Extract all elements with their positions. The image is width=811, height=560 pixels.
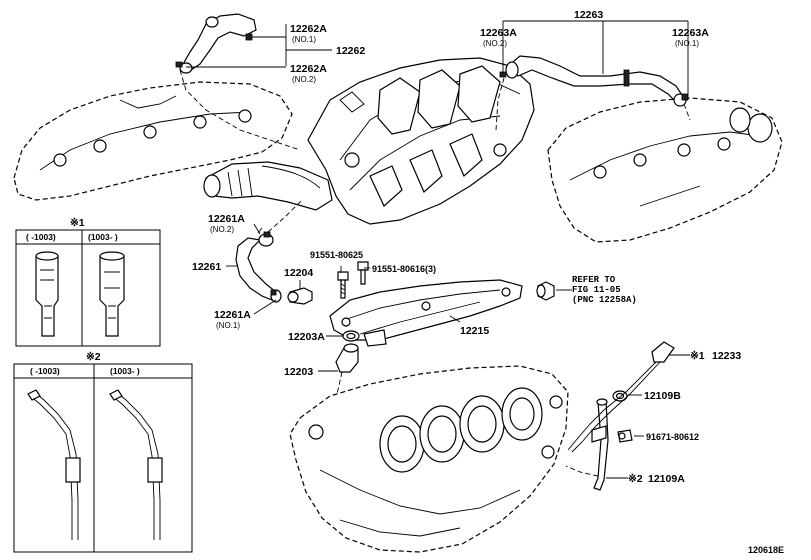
pcv-valve-12204 (287, 280, 313, 305)
label-12262A-2: 12262A (290, 63, 327, 75)
label-12261: 12261 (192, 261, 221, 273)
figure-id: 120618E (748, 545, 784, 555)
inset-1 (15, 229, 161, 347)
oil-separator-12215 (329, 279, 523, 347)
label-12262: 12262 (336, 45, 365, 57)
gasket-12203A (342, 330, 360, 342)
leader-lines (226, 223, 690, 479)
label-12262A-2-sub: (NO.2) (292, 75, 316, 84)
intake-pipe (203, 161, 333, 211)
label-12233-mark: ※1 (690, 350, 705, 362)
label-12109A: 12109A (648, 473, 685, 485)
label-12261A-1: 12261A (214, 309, 251, 321)
bolt-91671-80612 (617, 429, 633, 443)
bolt-91551-80625 (337, 271, 349, 299)
right-cylinder-head-cover (547, 97, 783, 243)
label-12263: 12263 (574, 9, 603, 21)
dipstick-guide-12109A (565, 398, 609, 491)
hose-12262 (175, 13, 301, 151)
label-refer-line2: FIG 11-05 (572, 285, 621, 295)
cylinder-block (289, 365, 569, 553)
inset-2-col2: (1003- ) (110, 366, 140, 376)
label-12261A-2-sub: (NO.2) (210, 225, 234, 234)
label-12261A-2: 12261A (208, 213, 245, 225)
label-12233: 12233 (712, 350, 741, 362)
label-12203: 12203 (284, 366, 313, 378)
inset-2 (13, 363, 193, 553)
label-12109B: 12109B (644, 390, 681, 402)
left-cylinder-head-cover (13, 81, 293, 201)
label-12262A-1-sub: (NO.1) (292, 35, 316, 44)
label-12215: 12215 (460, 325, 489, 337)
hose-12263 (495, 55, 691, 131)
label-12262A-1: 12262A (290, 23, 327, 35)
elbow-12203 (333, 343, 359, 405)
label-refer-line3: (PNC 12258A) (572, 295, 637, 305)
label-91671-80612: 91671-80612 (646, 432, 699, 442)
label-91551-80625: 91551-80625 (310, 250, 363, 260)
intake-manifold (307, 57, 535, 225)
label-12204: 12204 (284, 267, 313, 279)
label-refer-line1: REFER TO (572, 275, 616, 285)
label-12263A-2-sub: (NO.2) (483, 39, 507, 48)
label-12203A: 12203A (288, 331, 325, 343)
inset-2-col1: ( -1003) (30, 366, 60, 376)
inset-1-col2: (1003- ) (88, 232, 118, 242)
label-12263A-2: 12263A (480, 27, 517, 39)
inset-1-mark: ※1 (70, 217, 85, 229)
label-12109A-mark: ※2 (628, 473, 643, 485)
callout-labels: 12262A (NO.1) 12262 12262A (NO.2) 12263 … (26, 9, 784, 555)
label-91551-80616: 91551-80616(3) (372, 264, 436, 274)
hose-12261 (235, 199, 303, 303)
bolt-91551-80616 (357, 261, 369, 285)
fitting-refer-fig (536, 281, 555, 301)
inset-2-mark: ※2 (86, 351, 101, 363)
label-12263A-1: 12263A (672, 27, 709, 39)
label-12263A-1-sub: (NO.1) (675, 39, 699, 48)
inset-1-col1: ( -1003) (26, 232, 56, 242)
label-12261A-1-sub: (NO.1) (216, 321, 240, 330)
